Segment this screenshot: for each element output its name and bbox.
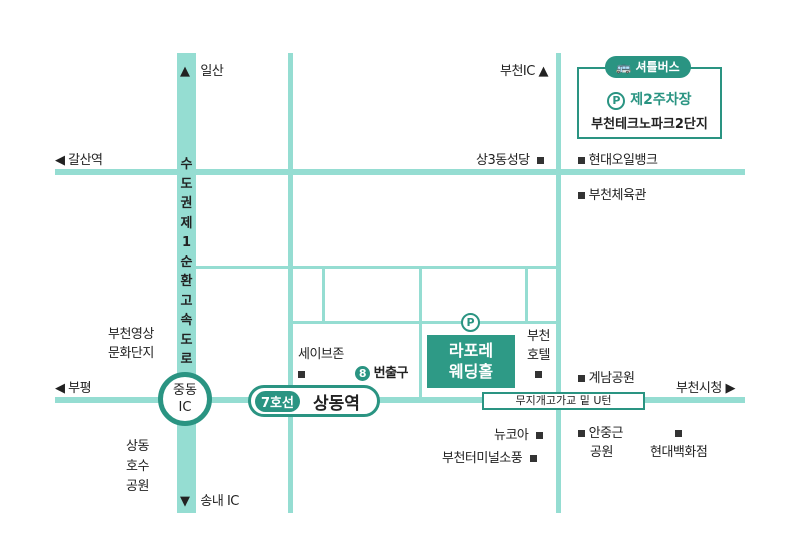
- direction-ilsan: ▲ 일산: [180, 64, 224, 79]
- exit-number-badge: 8: [355, 366, 370, 381]
- road-inner-1: [195, 266, 558, 269]
- parking-icon: P: [607, 92, 626, 110]
- road-horizontal-north: [55, 169, 745, 175]
- landmark-gyenam-park: 계남공원: [578, 367, 635, 386]
- road-inner-v2: [419, 266, 422, 400]
- direction-bucheon-cityhall: 부천시청 ▶: [676, 381, 735, 396]
- marker-icon: [534, 371, 542, 378]
- marker-icon: [535, 432, 543, 439]
- station-exit: 8 번출구: [355, 362, 409, 381]
- landmark-bucheon-gym: 부천체육관: [578, 184, 646, 203]
- direction-bucheon-ic: 부천IC ▲: [500, 64, 548, 79]
- direction-bupyeong: ◀ 부평: [55, 381, 92, 396]
- uturn-label: 무지개고가교 밑 U턴: [482, 392, 645, 410]
- marker-icon: [298, 371, 305, 378]
- road-inner-2: [290, 321, 558, 324]
- venue-laforet-wedding-hall: 라포레 웨딩홀: [427, 335, 515, 388]
- station-marker: 7호선 상동역: [248, 385, 380, 417]
- venue-parking-icon: P: [461, 313, 480, 332]
- direction-songnae: ▼ 송내 IC: [180, 494, 239, 509]
- road-inner-v3: [525, 266, 528, 324]
- road-horizontal-main: [55, 397, 745, 403]
- road-vertical-west: [288, 53, 293, 513]
- marker-icon: [578, 192, 585, 199]
- arrow-left-icon: ◀: [55, 153, 65, 168]
- station-name: 상동역: [313, 394, 360, 414]
- bus-icon: 🚌: [616, 60, 632, 74]
- marker-icon: [529, 455, 537, 462]
- road-inner-v1: [322, 266, 325, 324]
- landmark-hyundai-dept: 현대백화점: [650, 424, 708, 462]
- marker-icon: [578, 430, 585, 437]
- highway-name: 수도권제1순환고속도로: [180, 157, 193, 367]
- marker-icon: [578, 375, 585, 382]
- marker-icon: [536, 157, 544, 164]
- arrow-right-icon: ▶: [725, 381, 735, 396]
- arrow-down-icon: ▼: [180, 494, 190, 509]
- landmark-savezone: 세이브존: [298, 345, 344, 385]
- marker-icon: [578, 157, 585, 164]
- ic-label: IC: [178, 400, 192, 415]
- landmark-terminal: 부천터미널소풍: [442, 447, 537, 466]
- arrow-up-icon: ▲: [538, 64, 548, 79]
- parking-2: P 제2주차장: [579, 89, 720, 110]
- shuttle-location: 부천테크노파크2단지: [591, 117, 708, 132]
- landmark-hyundai-oilbank: 현대오일뱅크: [578, 149, 658, 168]
- road-vertical-east: [556, 53, 561, 513]
- subway-line-badge: 7호선: [255, 391, 300, 412]
- ic-label: 중동: [173, 383, 197, 398]
- jungdong-ic-marker: 중동 IC: [158, 372, 212, 426]
- landmark-sang3dong: 상3동성당: [476, 149, 544, 168]
- landmark-newcore: 뉴코아: [494, 424, 543, 443]
- shuttle-badge: 🚌 셔틀버스: [605, 56, 691, 78]
- arrow-up-icon: ▲: [180, 64, 190, 79]
- arrow-left-icon: ◀: [55, 381, 65, 396]
- marker-icon: [675, 430, 683, 437]
- direction-galsan: ◀ 갈산역: [55, 153, 103, 168]
